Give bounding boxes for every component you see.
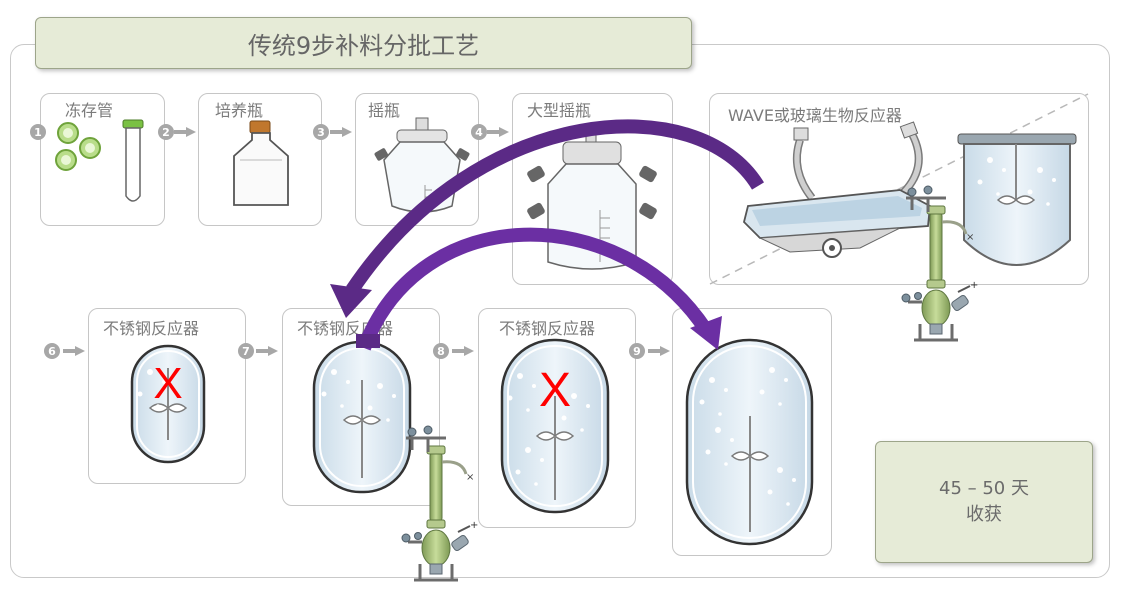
step-badge-1: 1 bbox=[30, 124, 46, 140]
step-badge-7: 7 bbox=[238, 343, 254, 359]
diagram-title: 传统9步补料分批工艺 bbox=[35, 17, 692, 69]
step-badge-8: 8 bbox=[433, 343, 449, 359]
process-skid-icon-2 bbox=[400, 424, 480, 582]
stage-label-large-shake-flask: 大型摇瓶 bbox=[527, 101, 592, 120]
glass-bioreactor-icon bbox=[957, 133, 1077, 266]
step-badge-6: 6 bbox=[44, 343, 60, 359]
step-badge-9: 9 bbox=[629, 343, 645, 359]
wave-bioreactor-icon bbox=[709, 93, 1089, 285]
stage-label-flask: 培养瓶 bbox=[215, 101, 264, 120]
stage-label-wave-bioreactor: WAVE或玻璃生物反应器 bbox=[728, 106, 902, 125]
stage-label-cryovial: 冻存管 bbox=[65, 101, 114, 120]
stage-label-stainless-6: 不锈钢反应器 bbox=[103, 319, 200, 338]
stage-label-shake-flask: 摇瓶 bbox=[368, 101, 401, 120]
harvest-box: 45 – 50 天 收获 bbox=[875, 441, 1093, 563]
stainless-reactor-icon-7 bbox=[312, 340, 412, 494]
step-badge-3: 3 bbox=[313, 124, 329, 140]
shake-flask-icon bbox=[374, 117, 470, 213]
stainless-reactor-icon-8 bbox=[500, 338, 610, 514]
step-badge-4: 4 bbox=[471, 124, 487, 140]
step-connectors bbox=[63, 127, 670, 356]
removed-mark-8: X bbox=[539, 364, 571, 417]
removed-mark-6: X bbox=[153, 359, 182, 408]
flow-arrow-reactor7-to-reactor9 bbox=[356, 227, 722, 351]
stage-label-stainless-8: 不锈钢反应器 bbox=[499, 319, 596, 338]
cryovial-cells-icon bbox=[55, 122, 101, 171]
culture-flask-icon bbox=[233, 120, 289, 206]
harvest-label: 收获 bbox=[966, 504, 1002, 525]
stainless-reactor-icon-6 bbox=[130, 344, 206, 464]
step-badge-2: 2 bbox=[158, 124, 174, 140]
harvest-duration: 45 – 50 天 bbox=[939, 478, 1029, 499]
cryovial-tube-icon bbox=[122, 119, 144, 202]
flow-arrow-wave-to-reactor7 bbox=[330, 119, 764, 318]
production-reactor-icon bbox=[685, 338, 814, 546]
